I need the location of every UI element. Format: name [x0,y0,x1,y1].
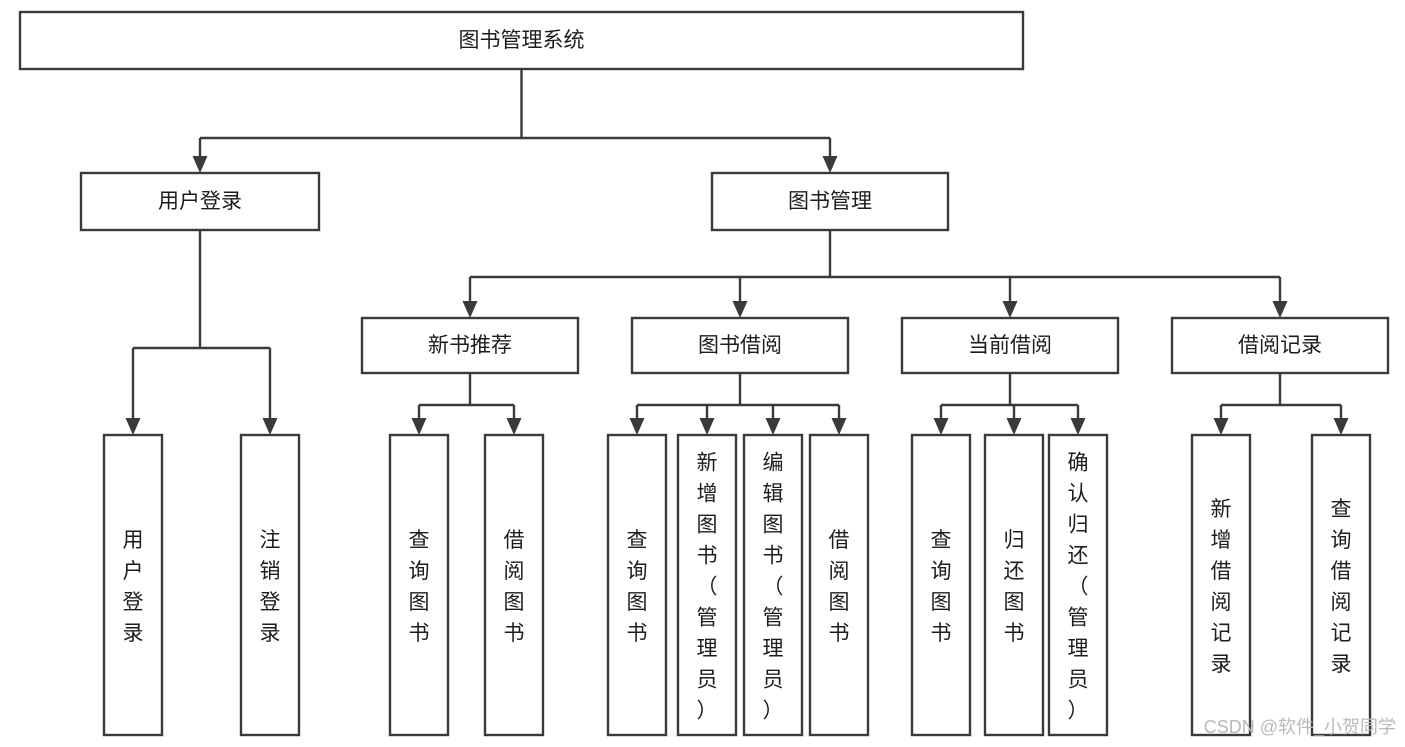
arrow-head-icon [732,301,748,318]
arrow-head-icon [699,418,715,435]
node-borrow-record[interactable]: 借阅记录 [1170,316,1390,375]
arrow-head-icon [1333,418,1349,435]
node-book-manage[interactable]: 图书管理 [710,171,950,232]
node-box [910,433,972,737]
arrow-head-icon [1002,301,1018,318]
node-label: 编辑图书（管理员） [763,452,784,723]
arrow-head-icon [629,418,645,435]
arrow-head-icon [933,418,949,435]
node-box [808,433,870,737]
node-box [630,316,850,375]
node-label: 借阅记录 [1238,334,1322,357]
node-label: 图书借阅 [698,334,782,357]
arrow-head-icon [1272,301,1288,318]
csdn-watermark: CSDN @软件_小贺同学 [1204,717,1396,738]
node-box [1047,433,1109,737]
arrow-head-icon [1070,418,1086,435]
node-box [239,433,301,737]
node-root[interactable]: 图书管理系统 [18,10,1025,71]
node-nbr-query-book[interactable]: 查询图书 [388,433,450,737]
node-label: 查询图书 [931,529,952,645]
connector-layer [125,69,1349,435]
arrow-head-icon [411,418,427,435]
arrow-head-icon [765,418,781,435]
node-cb-return-book[interactable]: 归还图书 [983,433,1045,737]
node-label: 借阅图书 [504,529,525,645]
node-layer: 图书管理系统用户登录用户登录注销登录图书管理新书推荐查询图书借阅图书图书借阅查询… [18,10,1390,737]
arrow-head-icon [262,418,278,435]
node-label: 当前借阅 [968,334,1052,357]
node-br-add-record[interactable]: 新增借阅记录 [1190,433,1252,737]
node-new-book-recommend[interactable]: 新书推荐 [360,316,580,375]
node-label: 确认归还（管理员） [1068,452,1089,723]
node-current-borrow[interactable]: 当前借阅 [900,316,1120,375]
node-label: 新书推荐 [428,334,512,357]
node-label: 图书管理系统 [459,29,585,52]
node-box [983,433,1045,737]
node-user-login-do[interactable]: 用户登录 [102,433,164,737]
node-box [360,316,580,375]
node-label: 查询图书 [627,529,648,645]
node-user-logout[interactable]: 注销登录 [239,433,301,737]
node-user-login[interactable]: 用户登录 [79,171,321,232]
arrow-head-icon [125,418,141,435]
node-box [102,433,164,737]
node-box [18,10,1025,71]
node-label: 用户登录 [158,190,242,213]
node-label: 新增借阅记录 [1211,498,1232,676]
node-bb-borrow-book[interactable]: 借阅图书 [808,433,870,737]
arrow-head-icon [462,301,478,318]
arrow-head-icon [1213,418,1229,435]
node-box [606,433,668,737]
node-box [1190,433,1252,737]
arrow-head-icon [192,156,208,173]
node-box [742,433,804,737]
node-label: 注销登录 [260,529,281,645]
node-cb-query-book[interactable]: 查询图书 [910,433,972,737]
node-label: 用户登录 [123,529,144,645]
node-book-borrow[interactable]: 图书借阅 [630,316,850,375]
node-label: 查询借阅记录 [1331,498,1352,676]
node-box [79,171,321,232]
node-label: 图书管理 [788,190,872,213]
node-br-query-record[interactable]: 查询借阅记录 [1310,433,1372,737]
node-box [1310,433,1372,737]
node-cb-confirm-return[interactable]: 确认归还（管理员） [1047,433,1109,737]
node-label: 新增图书（管理员） [697,452,718,723]
arrow-head-icon [822,156,838,173]
arrow-head-icon [506,418,522,435]
node-box [710,171,950,232]
node-bb-query-book[interactable]: 查询图书 [606,433,668,737]
node-box [900,316,1120,375]
arrow-head-icon [831,418,847,435]
node-box [676,433,738,737]
node-box [483,433,545,737]
node-label: 查询图书 [409,529,430,645]
node-box [1170,316,1390,375]
node-bb-edit-book[interactable]: 编辑图书（管理员） [742,433,804,737]
node-label: 借阅图书 [829,529,850,645]
node-box [388,433,450,737]
node-bb-add-book[interactable]: 新增图书（管理员） [676,433,738,737]
arrow-head-icon [1006,418,1022,435]
node-nbr-borrow-book[interactable]: 借阅图书 [483,433,545,737]
node-label: 归还图书 [1004,529,1025,645]
